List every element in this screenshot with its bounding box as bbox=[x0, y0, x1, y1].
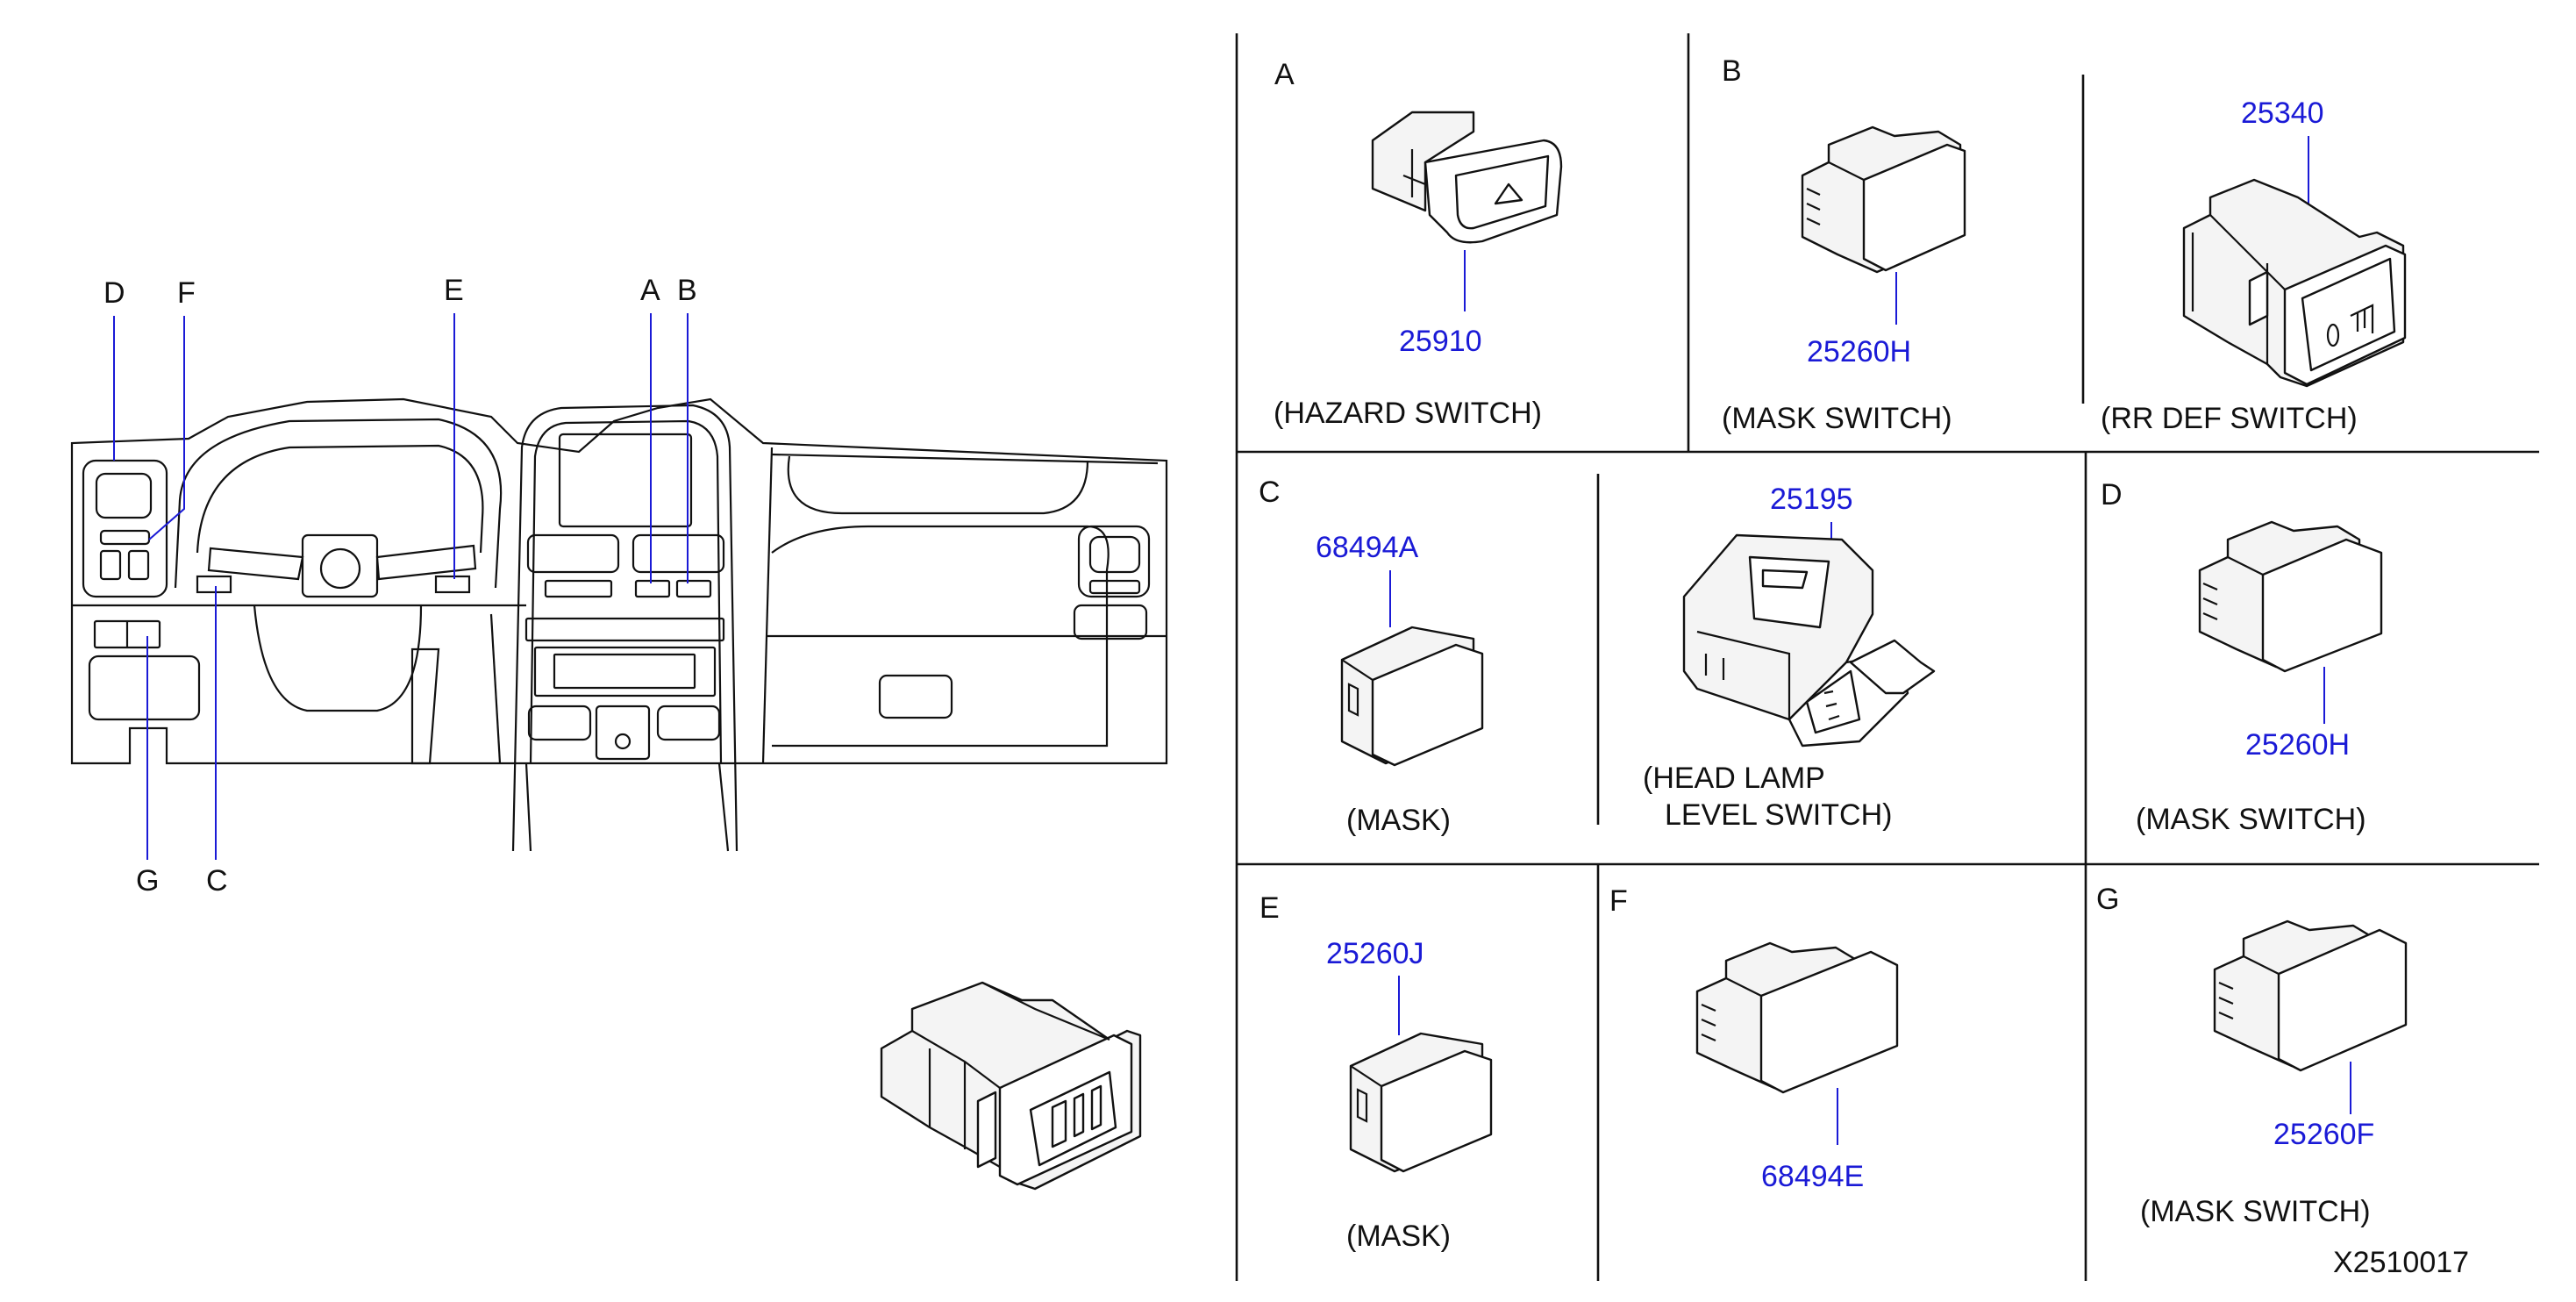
cell-d-letter: D bbox=[2101, 478, 2123, 512]
cell-rr-def-caption: (RR DEF SWITCH) bbox=[2101, 402, 2358, 435]
mask-c-illustration bbox=[1340, 626, 1484, 767]
callout-d: D bbox=[103, 276, 125, 310]
mask-switch-g-illustration bbox=[2213, 919, 2408, 1072]
callout-b: B bbox=[677, 274, 697, 307]
callout-e: E bbox=[444, 274, 464, 307]
head-lamp-level-switch-illustration bbox=[1682, 533, 1936, 748]
mask-switch-d-illustration bbox=[2198, 520, 2383, 673]
cell-f: F 68494E bbox=[1609, 884, 1899, 1193]
part-number-25260h-b: 25260H bbox=[1807, 335, 1911, 368]
cell-g-letter: G bbox=[2096, 883, 2119, 916]
rocker-switch-illustration bbox=[880, 981, 1142, 1191]
cell-d: D 25260H (MASK SWITCH) bbox=[2101, 478, 2383, 836]
cell-a-letter: A bbox=[1274, 58, 1295, 91]
part-number-25260f: 25260F bbox=[2273, 1118, 2374, 1151]
callout-c: C bbox=[206, 864, 228, 898]
cell-e: E 25260J (MASK) bbox=[1259, 891, 1493, 1253]
part-number-25910: 25910 bbox=[1399, 325, 1482, 358]
rr-def-switch-illustration bbox=[2182, 178, 2407, 388]
cell-b: B 25260H (MASK SWITCH) bbox=[1722, 54, 1966, 435]
part-number-68494e: 68494E bbox=[1761, 1160, 1864, 1193]
part-number-68494a: 68494A bbox=[1316, 531, 1419, 564]
part-number-25340: 25340 bbox=[2241, 97, 2324, 130]
cell-c-letter: C bbox=[1259, 476, 1281, 509]
mask-switch-b-illustration bbox=[1801, 125, 1966, 274]
mask-e-illustration bbox=[1349, 1032, 1493, 1173]
cell-e-letter: E bbox=[1259, 891, 1280, 925]
callout-f: F bbox=[177, 276, 196, 310]
cell-head-lamp-caption-2: LEVEL SWITCH) bbox=[1665, 798, 1892, 832]
cell-g-caption: (MASK SWITCH) bbox=[2140, 1195, 2371, 1228]
part-number-25260h-d: 25260H bbox=[2245, 728, 2350, 762]
cell-b-caption: (MASK SWITCH) bbox=[1722, 402, 1952, 435]
cell-c-caption: (MASK) bbox=[1346, 804, 1451, 837]
parts-grid bbox=[1235, 33, 2539, 1281]
cell-a-caption: (HAZARD SWITCH) bbox=[1274, 397, 1542, 430]
cell-head-lamp-caption: (HEAD LAMP bbox=[1643, 762, 1825, 795]
figure-id: X2510017 bbox=[2333, 1246, 2469, 1279]
hazard-switch-illustration bbox=[1371, 111, 1563, 244]
part-number-25260j: 25260J bbox=[1326, 937, 1424, 970]
cell-head-lamp: 25195 (HEAD LAMP LEVEL SWITCH) bbox=[1643, 483, 1936, 832]
part-number-25195: 25195 bbox=[1770, 483, 1853, 516]
cell-d-caption: (MASK SWITCH) bbox=[2136, 803, 2366, 836]
cell-c: C 68494A (MASK) bbox=[1259, 476, 1484, 837]
callout-g: G bbox=[136, 864, 159, 898]
cell-b-letter: B bbox=[1722, 54, 1742, 88]
dashboard-callouts: D F E A B G C bbox=[103, 274, 697, 898]
callout-a: A bbox=[640, 274, 660, 307]
cell-e-caption: (MASK) bbox=[1346, 1220, 1451, 1253]
cell-rr-def: 25340 (RR DEF SWITCH) bbox=[2101, 97, 2407, 435]
cell-f-letter: F bbox=[1609, 884, 1628, 918]
mask-f-illustration bbox=[1695, 941, 1899, 1094]
dashboard-illustration bbox=[70, 397, 1168, 852]
cell-g: G 25260F (MASK SWITCH) bbox=[2096, 883, 2408, 1228]
cell-a: A 25910 (HAZARD SWITCH) bbox=[1274, 58, 1563, 430]
